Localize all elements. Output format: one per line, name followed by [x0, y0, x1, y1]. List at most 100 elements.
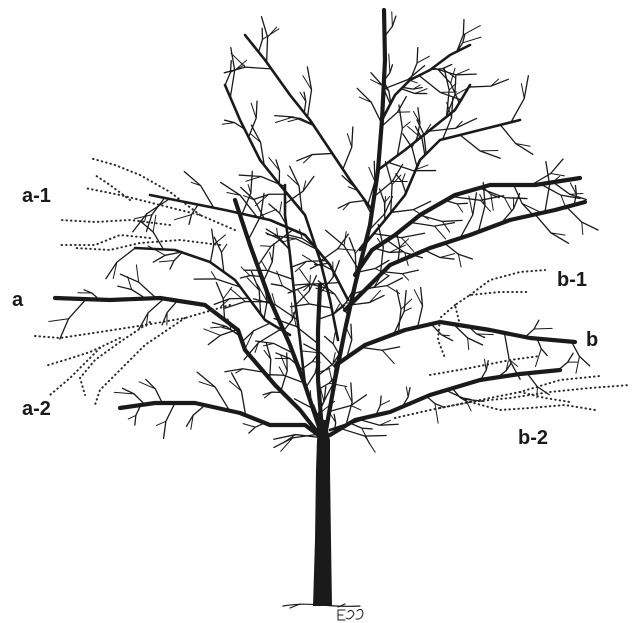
twig-small	[127, 276, 133, 291]
twig	[224, 300, 272, 309]
twig-small	[515, 143, 531, 147]
label-b-2: b-2	[518, 427, 548, 449]
twig-small	[190, 181, 202, 187]
twig-small	[413, 289, 424, 307]
twig-small	[210, 271, 217, 280]
twig-small	[346, 133, 353, 148]
twig-small	[301, 254, 319, 266]
twig-small	[249, 133, 262, 143]
twig-small	[391, 11, 393, 27]
twig-small	[433, 225, 447, 240]
twig-small	[376, 237, 384, 248]
twig-small	[569, 182, 577, 195]
twig-small	[405, 386, 409, 398]
twig	[445, 389, 485, 402]
twig-small	[391, 174, 402, 186]
twig-small	[297, 289, 310, 305]
twig-small	[441, 220, 451, 233]
twig	[534, 213, 570, 244]
twig-small	[412, 84, 421, 90]
twig-small	[404, 252, 409, 267]
twig-small	[268, 157, 280, 172]
twig	[240, 170, 253, 218]
twig-small	[379, 419, 391, 426]
twig-small	[347, 186, 360, 192]
twig-small	[467, 337, 470, 350]
twig-small	[292, 312, 297, 327]
twig-small	[550, 173, 565, 177]
twig-small	[475, 333, 494, 336]
twig-small	[261, 28, 280, 40]
dotted-pruned-branch	[34, 304, 231, 340]
twig	[510, 75, 530, 123]
twig-small	[158, 260, 175, 263]
twig-small	[247, 184, 252, 194]
twig-small	[190, 414, 194, 430]
twig	[257, 27, 264, 53]
twig-small	[299, 228, 303, 239]
twig	[499, 124, 534, 155]
twig-small	[227, 318, 232, 331]
twig-small	[280, 437, 294, 452]
twig-small	[455, 120, 463, 129]
twig	[303, 91, 307, 114]
twig	[253, 193, 289, 201]
label-a: a	[12, 289, 24, 311]
twig-small	[315, 287, 336, 295]
twig	[139, 220, 165, 251]
twig-small	[503, 197, 512, 211]
twig-small	[446, 101, 453, 119]
twig-small	[263, 342, 275, 347]
twig-small	[344, 323, 353, 341]
twig-small	[250, 102, 257, 119]
twig-small	[434, 403, 439, 424]
twig-small	[401, 273, 410, 281]
twig-small	[575, 355, 580, 374]
twig-small	[320, 400, 336, 413]
dotted-pruned-branch	[519, 391, 571, 403]
twig	[345, 382, 353, 426]
twig-small	[350, 405, 362, 411]
twig-small	[332, 331, 336, 345]
twig-small	[328, 382, 348, 388]
twig-small	[368, 166, 376, 183]
twig-small	[271, 293, 276, 306]
twig-small	[235, 368, 244, 374]
scaffold-branch	[283, 183, 307, 387]
twig-small	[299, 91, 307, 103]
tree-trunk	[313, 420, 332, 606]
twig-small	[213, 234, 226, 245]
twig-small	[243, 195, 255, 201]
twig-small	[388, 53, 391, 74]
twig	[303, 343, 338, 371]
tree-branches	[52, 7, 588, 443]
twig	[162, 402, 176, 440]
twig-small	[228, 380, 242, 392]
twig-small	[152, 214, 157, 233]
twig	[341, 174, 373, 216]
twig-small	[401, 121, 411, 129]
twig-small	[569, 192, 584, 195]
twig	[262, 391, 284, 396]
twig-small	[245, 330, 255, 348]
twig-small	[454, 86, 472, 96]
twig	[360, 346, 401, 351]
twig-small	[147, 245, 166, 256]
twig-small	[441, 334, 451, 337]
twig-small	[407, 79, 418, 84]
twig-small	[581, 221, 584, 235]
twig-small	[407, 125, 423, 140]
twig-small	[287, 117, 301, 123]
twig-small	[229, 288, 246, 303]
twig	[145, 378, 163, 404]
twig-small	[462, 36, 482, 44]
scaffold-branch	[223, 83, 340, 342]
dotted-pruned-branch	[78, 321, 151, 396]
twig-small	[384, 196, 391, 204]
twig-small	[269, 252, 273, 263]
twig-small	[399, 238, 410, 248]
twig-small	[260, 208, 277, 217]
scaffold-branch	[376, 83, 472, 172]
scaffold-branch	[352, 175, 583, 278]
dotted-pruned-branch	[469, 401, 596, 412]
